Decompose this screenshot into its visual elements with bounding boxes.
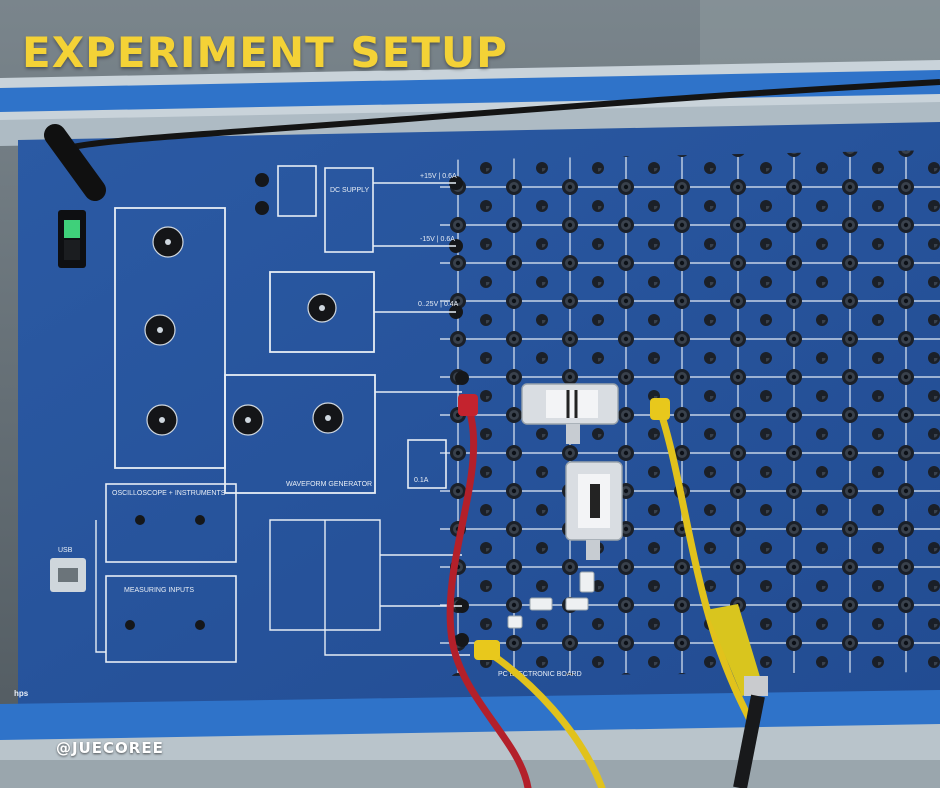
rail-label-plus15: +15V | 0.6A <box>420 173 457 180</box>
page-title: EXPERIMENT SETUP <box>22 28 508 77</box>
current-output-label: 0.1A <box>414 477 429 484</box>
oscilloscope-label: OSCILLOSCOPE + INSTRUMENTS <box>112 490 226 497</box>
board-label: PC ELECTRONIC BOARD <box>498 671 582 678</box>
resistor-module <box>565 461 623 560</box>
rail-label-variable: 0..25V | 0.4A <box>418 301 459 308</box>
measuring-inputs-label: MEASURING INPUTS <box>124 587 194 594</box>
brand-logo-text: hps <box>14 689 29 698</box>
rail-label-minus15: -15V | 0.6A <box>420 236 455 243</box>
capacitor-module <box>521 383 619 444</box>
watermark-handle: @JUECOREE <box>56 739 164 757</box>
usb-label: USB <box>58 547 73 554</box>
waveform-generator-label: WAVEFORM GENERATOR <box>286 481 372 488</box>
dc-supply-label: DC SUPPLY <box>330 187 369 194</box>
